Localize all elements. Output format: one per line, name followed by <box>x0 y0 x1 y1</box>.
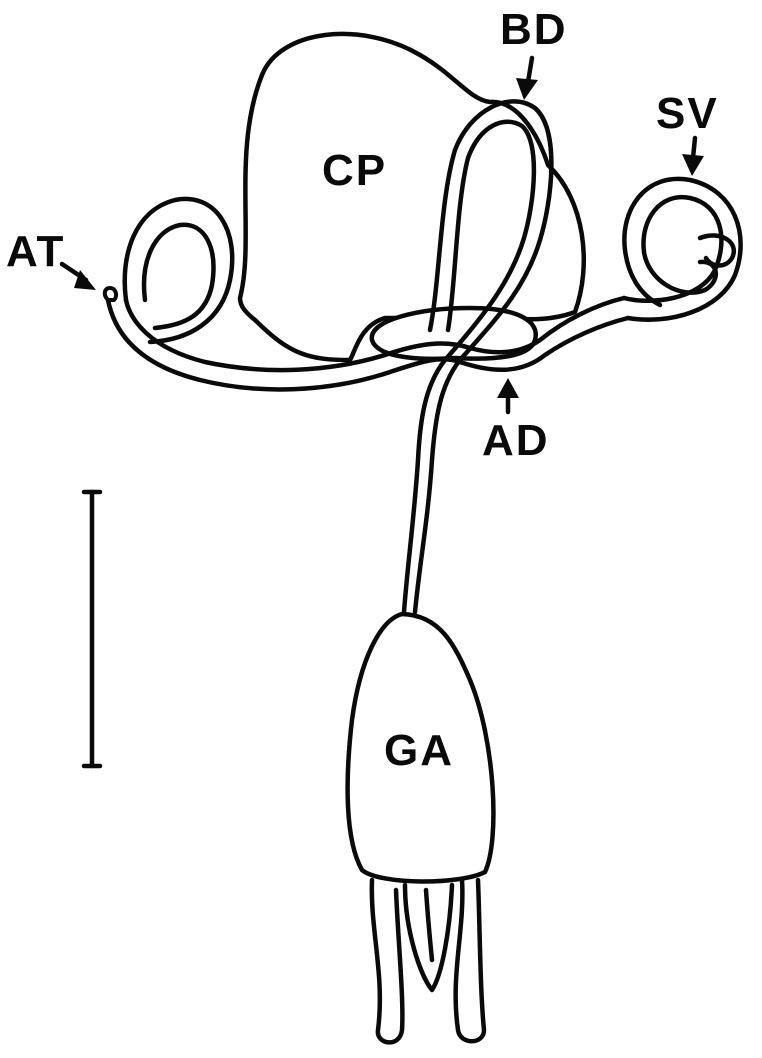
bd-label: BD <box>500 5 568 54</box>
left-duct-loop-outer <box>125 199 232 342</box>
bd-arrow <box>516 58 538 100</box>
cp-label: CP <box>322 146 387 195</box>
ga-appendage-left <box>372 880 403 1042</box>
ga-central-cleft <box>426 890 432 960</box>
at-arrow <box>62 264 96 290</box>
at-terminus <box>105 288 116 300</box>
ga-appendage-right <box>456 880 484 1041</box>
sv-label: SV <box>656 89 719 138</box>
ga-label: GA <box>384 726 454 775</box>
ad-arrow <box>497 378 519 412</box>
ad-label: AD <box>482 416 550 465</box>
sv-arrow <box>682 138 704 176</box>
at-label: AT <box>6 227 65 276</box>
left-duct-loop-inner <box>144 225 213 328</box>
